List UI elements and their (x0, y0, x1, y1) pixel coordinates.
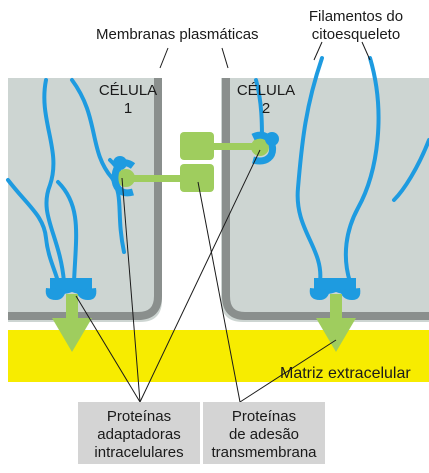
callout-adhesion-proteins: Proteínas de adesão transmembrana (203, 402, 325, 464)
callout-adaptor-proteins: Proteínas adaptadoras intracelulares (78, 402, 200, 464)
label-filaments-line2: citoesqueleto (296, 26, 416, 44)
adhesion-protein-cell1-stalk (128, 175, 180, 182)
label-cell-2: CÉLULA 2 (234, 82, 298, 118)
label-cell-1-line2: 1 (96, 100, 160, 118)
label-cell-2-line2: 2 (234, 100, 298, 118)
label-cell-1: CÉLULA 1 (96, 82, 160, 118)
callout-adhesion-line3: transmembrana (203, 444, 325, 462)
leader-filaments-b (362, 42, 370, 60)
label-cytoskeleton-filaments: Filamentos do citoesqueleto (296, 8, 416, 44)
label-filaments-line1: Filamentos do (296, 8, 416, 26)
label-plasma-membranes: Membranas plasmáticas (96, 26, 259, 44)
callout-adaptor-line3: intracelulares (78, 444, 200, 462)
label-extracellular-matrix: Matriz extracelular (280, 365, 411, 383)
label-cell-2-line1: CÉLULA (234, 82, 298, 100)
callout-adaptor-line2: adaptadoras (78, 426, 200, 444)
callout-adhesion-line2: de adesão (203, 426, 325, 444)
adhesion-protein-cell1-lower (180, 164, 214, 192)
label-cell-1-line1: CÉLULA (96, 82, 160, 100)
leader-membrane-cell1 (160, 48, 168, 68)
adhesion-protein-cell2-upper (180, 132, 214, 160)
adhesion-protein-cell1-head (117, 169, 135, 187)
adaptor-protein-cell1-knob (113, 156, 127, 170)
callout-adaptor-line1: Proteínas (78, 408, 200, 426)
leader-membrane-cell2 (222, 48, 228, 68)
callout-adhesion-line1: Proteínas (203, 408, 325, 426)
adaptor-protein-cell2-knob (265, 132, 279, 146)
